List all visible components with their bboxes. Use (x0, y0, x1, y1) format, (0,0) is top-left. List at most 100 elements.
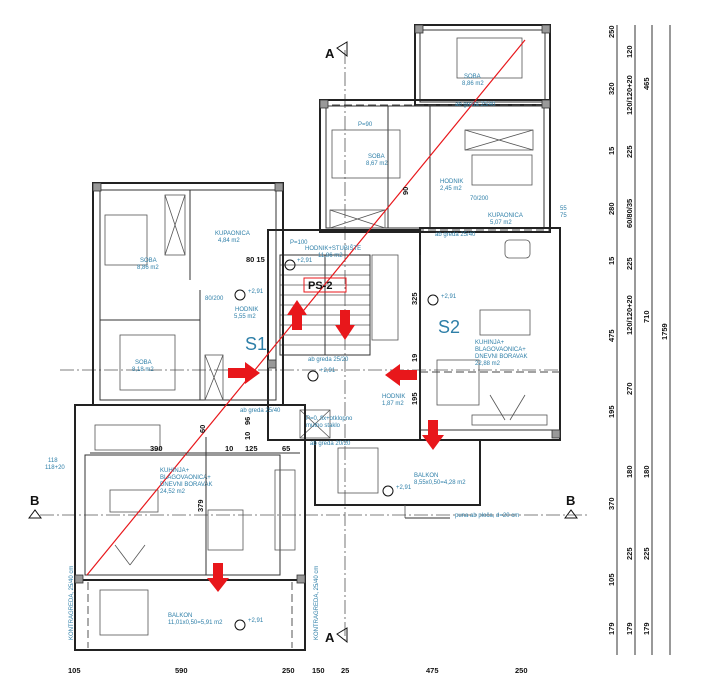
svg-text:ab greda 25/20: ab greda 25/20 (308, 357, 349, 363)
svg-text:179: 179 (642, 622, 651, 635)
arrow-down-icon (335, 310, 355, 340)
svg-text:HODNIK: HODNIK (235, 307, 258, 313)
svg-text:370: 370 (607, 497, 616, 510)
arrow-up-icon (287, 300, 307, 330)
svg-text:22,88 m2: 22,88 m2 (475, 361, 501, 367)
right-dimension-chains: 250 320 15 280 15 475 195 370 105 179 12… (607, 25, 671, 655)
svg-text:BALKON: BALKON (414, 473, 438, 479)
svg-text:379: 379 (196, 499, 205, 512)
svg-text:120/120+20: 120/120+20 (625, 295, 634, 335)
svg-text:P=90: P=90 (358, 122, 373, 128)
svg-text:270: 270 (625, 382, 634, 395)
svg-text:90: 90 (401, 187, 410, 195)
svg-text:225: 225 (625, 257, 634, 270)
svg-text:HODNIK+STUBIŠTE: HODNIK+STUBIŠTE (305, 245, 361, 252)
structural-columns (74, 24, 561, 584)
svg-text:118+20: 118+20 (45, 465, 65, 471)
svg-text:120/120+20: 120/120+20 (625, 75, 634, 115)
svg-text:19: 19 (410, 354, 419, 362)
svg-text:8,86 m2: 8,86 m2 (137, 265, 159, 271)
svg-text:8,55x0,50=4,28 m2: 8,55x0,50=4,28 m2 (414, 480, 466, 486)
svg-text:280: 280 (607, 202, 616, 215)
diagonal-marker-line (86, 39, 526, 576)
arrow-left-icon (385, 364, 417, 386)
structural-notes: ab greda 25/40 ab greda 25/40 ab greda 2… (69, 102, 519, 640)
svg-text:B: B (30, 493, 39, 508)
unit-s2-label: S2 (438, 317, 460, 337)
svg-text:10: 10 (243, 432, 252, 440)
svg-text:+2,91: +2,91 (297, 258, 313, 264)
svg-text:4,84 m2: 4,84 m2 (218, 238, 240, 244)
svg-text:ab greda 25/40: ab greda 25/40 (435, 232, 476, 238)
svg-text:225: 225 (642, 547, 651, 560)
svg-text:BALKON: BALKON (168, 613, 192, 619)
svg-text:125: 125 (245, 444, 258, 453)
svg-text:KUHINJA+: KUHINJA+ (160, 468, 190, 474)
svg-text:+2,91: +2,91 (248, 618, 264, 624)
svg-text:179: 179 (625, 622, 634, 635)
svg-text:225: 225 (625, 145, 634, 158)
svg-text:KUPAONICA: KUPAONICA (215, 231, 250, 237)
svg-text:10: 10 (225, 444, 233, 453)
svg-text:180: 180 (642, 465, 651, 478)
svg-text:150: 150 (312, 666, 325, 675)
svg-text:8,67 m2: 8,67 m2 (366, 161, 388, 167)
unit-s1-label: S1 (245, 334, 267, 354)
svg-text:25: 25 (341, 666, 349, 675)
svg-text:105: 105 (68, 666, 81, 675)
svg-text:710: 710 (642, 310, 651, 323)
ps2-box (303, 277, 347, 293)
svg-text:B: B (566, 493, 575, 508)
arrow-down-icon (422, 420, 444, 450)
svg-text:250: 250 (607, 25, 616, 38)
svg-text:A: A (325, 630, 335, 645)
svg-text:65: 65 (282, 444, 290, 453)
section-markers: A A B B (28, 41, 578, 645)
svg-text:P=100: P=100 (290, 240, 308, 246)
inner-dimensions: 390 10 125 65 379 60 96 10 325 19 195 80… (45, 187, 567, 575)
svg-text:BLAGOVAONICA+: BLAGOVAONICA+ (160, 475, 211, 481)
svg-text:475: 475 (426, 666, 439, 675)
svg-text:HODNIK: HODNIK (382, 394, 405, 400)
svg-text:KONTRAGREDA, 25/40 cm: KONTRAGREDA, 25/40 cm (314, 566, 320, 640)
elevation-markers: +2,91 +2,91 +2,91 +2,91 +2,91 +2,91 (234, 258, 457, 631)
svg-text:+2,91: +2,91 (396, 485, 412, 491)
svg-text:SOBA: SOBA (368, 154, 385, 160)
evacuation-arrows (207, 300, 444, 592)
svg-text:11,86 m2: 11,86 m2 (318, 253, 343, 259)
svg-text:ab greda 25/40: ab greda 25/40 (455, 102, 496, 108)
svg-text:15: 15 (607, 147, 616, 155)
svg-text:180: 180 (625, 465, 634, 478)
svg-text:ab greda 25/40: ab greda 25/40 (240, 408, 281, 414)
svg-text:590: 590 (175, 666, 188, 675)
svg-text:80 15: 80 15 (246, 255, 265, 264)
svg-text:KONTRAGREDA, 25/40 cm: KONTRAGREDA, 25/40 cm (69, 566, 75, 640)
svg-text:96: 96 (243, 417, 252, 425)
svg-text:5,07 m2: 5,07 m2 (490, 220, 512, 226)
svg-text:60: 60 (198, 425, 207, 433)
svg-text:15: 15 (607, 257, 616, 265)
svg-text:DNEVNI BORAVAK: DNEVNI BORAVAK (475, 354, 527, 360)
svg-text:320: 320 (607, 82, 616, 95)
svg-text:+2,91: +2,91 (320, 368, 336, 374)
bottom-dimension-chain: 105 590 250 150 25 475 250 (68, 666, 528, 675)
svg-text:250: 250 (282, 666, 295, 675)
svg-text:195: 195 (410, 392, 419, 405)
svg-text:HODNIK: HODNIK (440, 179, 463, 185)
svg-text:8,18 m2: 8,18 m2 (132, 367, 154, 373)
svg-text:ab greda 20/20: ab greda 20/20 (310, 441, 351, 447)
svg-text:mutno staklo: mutno staklo (306, 423, 341, 429)
svg-text:80/200: 80/200 (205, 296, 224, 302)
svg-text:11,01x0,50=5,91 m2: 11,01x0,50=5,91 m2 (168, 620, 223, 626)
svg-text:118: 118 (48, 458, 58, 464)
svg-text:+2,91: +2,91 (248, 289, 264, 295)
svg-text:SOBA: SOBA (140, 258, 157, 264)
svg-text:KUPAONICA: KUPAONICA (488, 213, 523, 219)
svg-text:BLAGOVAONICA+: BLAGOVAONICA+ (475, 347, 526, 353)
balcony-s2 (314, 439, 481, 519)
svg-text:55: 55 (560, 206, 567, 212)
svg-text:250: 250 (515, 666, 528, 675)
arrow-down-icon (207, 563, 229, 592)
